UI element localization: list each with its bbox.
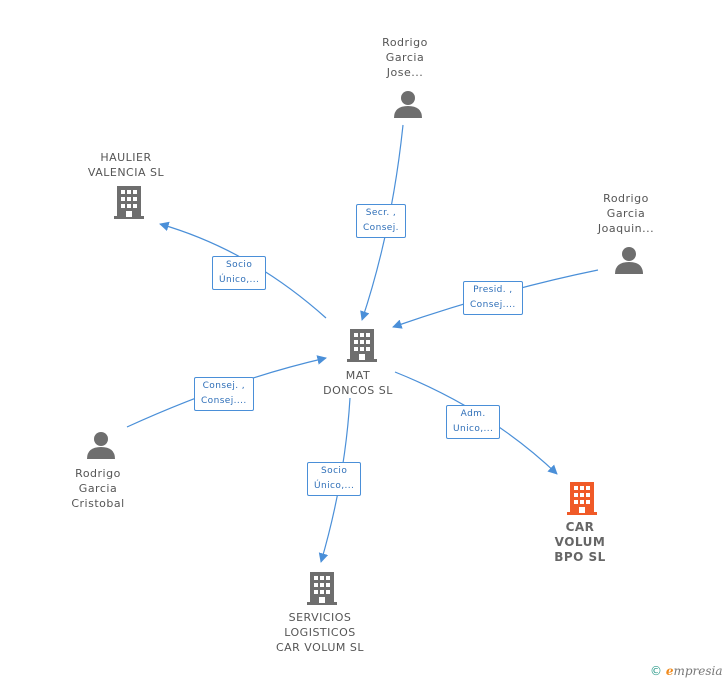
building-icon[interactable] (567, 482, 597, 515)
node-label-rodrigo-garcia-cristobal[interactable]: Rodrigo Garcia Cristobal (71, 467, 125, 510)
edge-label-joaquin-to-mat[interactable]: Presid. , Consej.... (463, 281, 523, 315)
building-icon[interactable] (347, 329, 377, 362)
empresia-credit: © empresia (650, 664, 723, 678)
edge-label-mat-to-servicios[interactable]: Socio Único,... (307, 462, 362, 496)
node-label-servicios-logisticos[interactable]: SERVICIOS LOGISTICOS CAR VOLUM SL (275, 611, 365, 654)
edge-label-jose-to-mat[interactable]: Secr. , Consej. (356, 204, 406, 238)
building-icon[interactable] (114, 186, 144, 219)
node-label-rodrigo-garcia-joaquin[interactable]: Rodrigo Garcia Joaquin... (597, 192, 655, 235)
edge-label-mat-to-haulier[interactable]: Socio Único,... (212, 256, 267, 290)
person-icon[interactable] (615, 247, 643, 274)
edge-label-cristobal-to-mat[interactable]: Consej. , Consej.... (194, 377, 254, 411)
copyright-symbol: © (650, 664, 662, 678)
node-label-car-volum-bpo[interactable]: CAR VOLUM BPO SL (554, 520, 606, 564)
node-label-rodrigo-garcia-jose[interactable]: Rodrigo Garcia Jose... (382, 36, 428, 79)
person-icon[interactable] (87, 432, 115, 459)
person-icon[interactable] (394, 91, 422, 118)
empresia-logo: empresia (665, 664, 723, 678)
building-icon[interactable] (307, 572, 337, 605)
edge-label-mat-to-car[interactable]: Adm. Unico,... (446, 405, 501, 439)
node-label-mat-doncos[interactable]: MAT DONCOS SL (323, 369, 393, 397)
node-label-haulier-valencia[interactable]: HAULIER VALENCIA SL (87, 151, 165, 179)
